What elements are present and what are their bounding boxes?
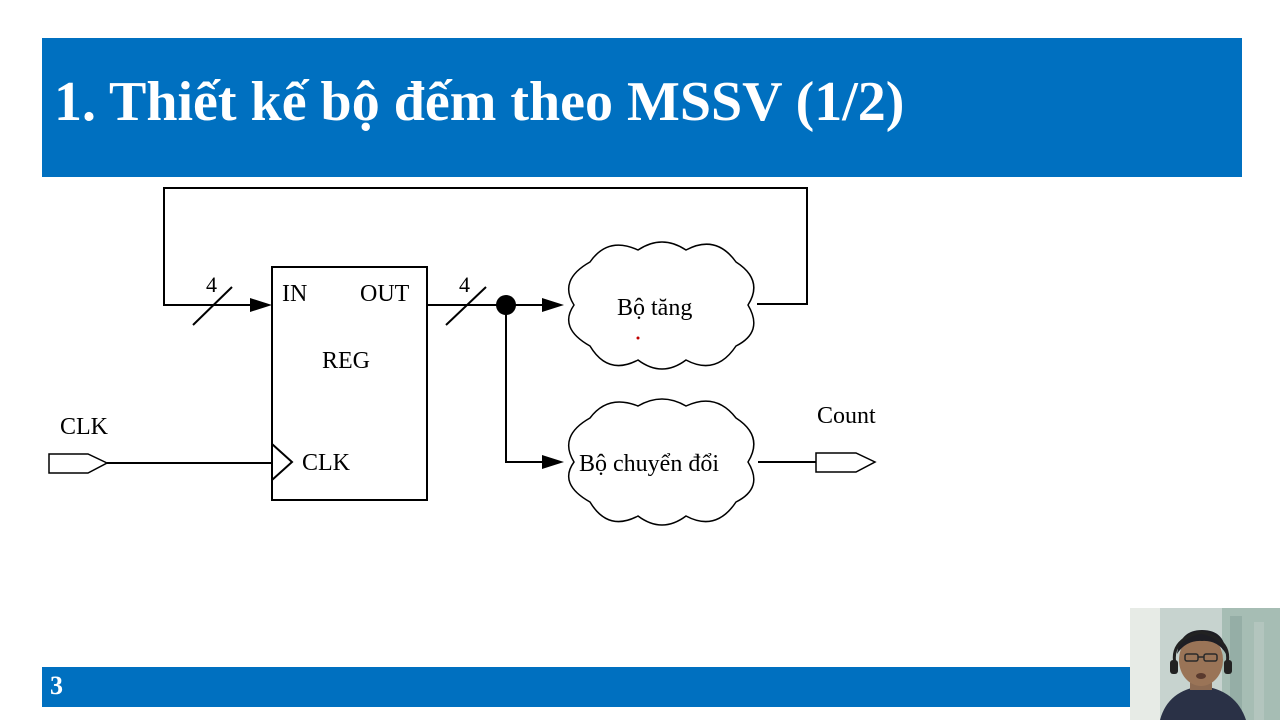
clk-input-label: CLK [60, 414, 109, 440]
converter-arrowhead [542, 455, 564, 469]
title-bar: 1. Thiết kế bộ đếm theo MSSV (1/2) [42, 38, 1242, 177]
register-in-port: IN [282, 281, 307, 307]
incrementer-label: Bộ tăng [617, 295, 692, 321]
incrementer-arrowhead [542, 298, 564, 312]
feedback-wire [163, 187, 808, 306]
bus-slash-in [192, 286, 233, 326]
register-block [271, 266, 428, 501]
presenter-video [1130, 608, 1280, 720]
webcam-overlay [1130, 608, 1280, 720]
footer-bar: 3 [42, 667, 1132, 707]
red-dot-mark [636, 336, 640, 340]
count-output-port [815, 452, 877, 473]
bus-width-out-label: 4 [459, 272, 470, 297]
bus-width-in-label: 4 [206, 272, 217, 297]
page-number: 3 [50, 671, 63, 700]
slide-title: 1. Thiết kế bộ đếm theo MSSV (1/2) [54, 71, 905, 133]
clock-triangle [271, 443, 294, 481]
count-output-label: Count [817, 403, 876, 429]
in-arrowhead [250, 298, 272, 312]
converter-cloud [568, 398, 755, 526]
register-out-port: OUT [360, 281, 410, 307]
converter-label: Bộ chuyển đổi [579, 451, 719, 477]
register-clk-port: CLK [302, 450, 351, 476]
bus-slash-out [445, 286, 487, 326]
register-name: REG [322, 348, 370, 374]
converter-wire [505, 305, 545, 463]
incrementer-cloud [568, 241, 755, 370]
clk-input-port [48, 453, 109, 474]
